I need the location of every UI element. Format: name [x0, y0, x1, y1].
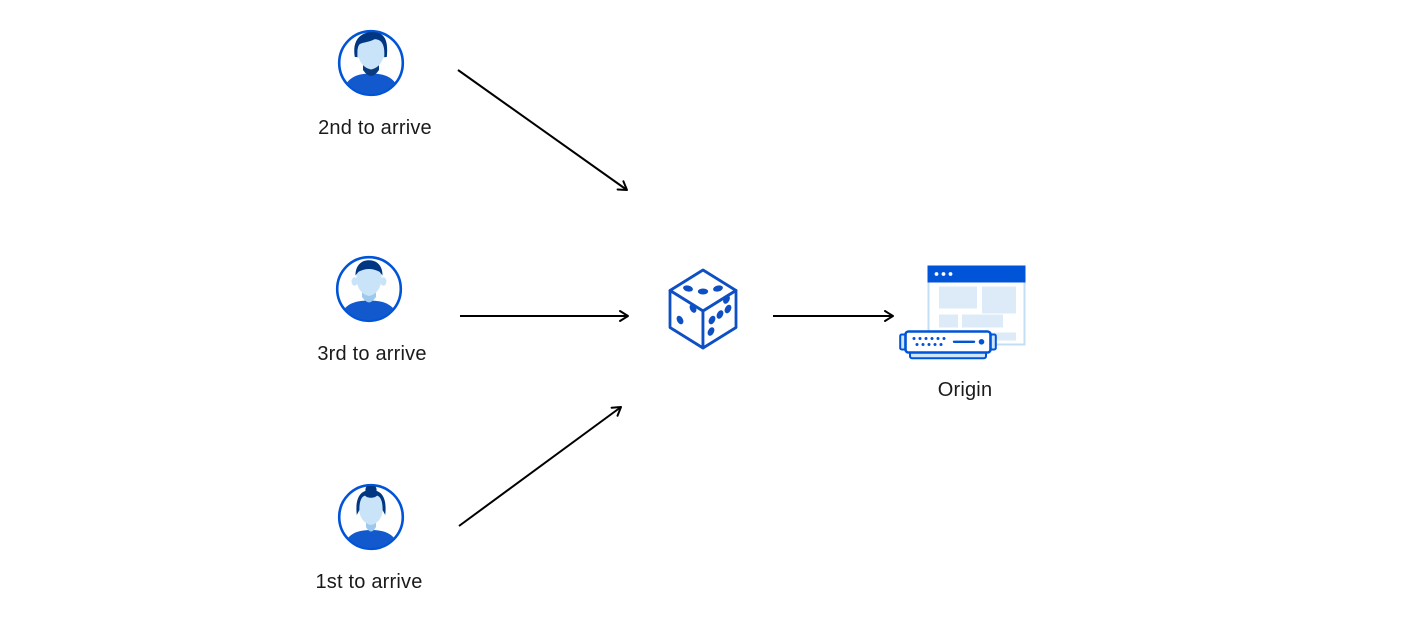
origin-label: Origin — [937, 379, 993, 401]
origin-server-browser-icon — [899, 265, 1026, 360]
client-label-2nd: 2nd to arrive — [318, 117, 432, 139]
user-avatar-male-short-hair-icon — [335, 255, 403, 323]
arrow-client-2nd-to-dice — [457, 69, 628, 191]
user-avatar-female-bun-icon — [337, 483, 405, 551]
user-avatar-male-swept-hair-icon — [337, 29, 405, 97]
server-icon — [899, 330, 997, 360]
client-label-1st: 1st to arrive — [315, 571, 423, 593]
arrow-client-1st-to-dice — [458, 406, 622, 527]
client-label-3rd: 3rd to arrive — [317, 343, 427, 365]
dice-icon — [668, 268, 738, 350]
